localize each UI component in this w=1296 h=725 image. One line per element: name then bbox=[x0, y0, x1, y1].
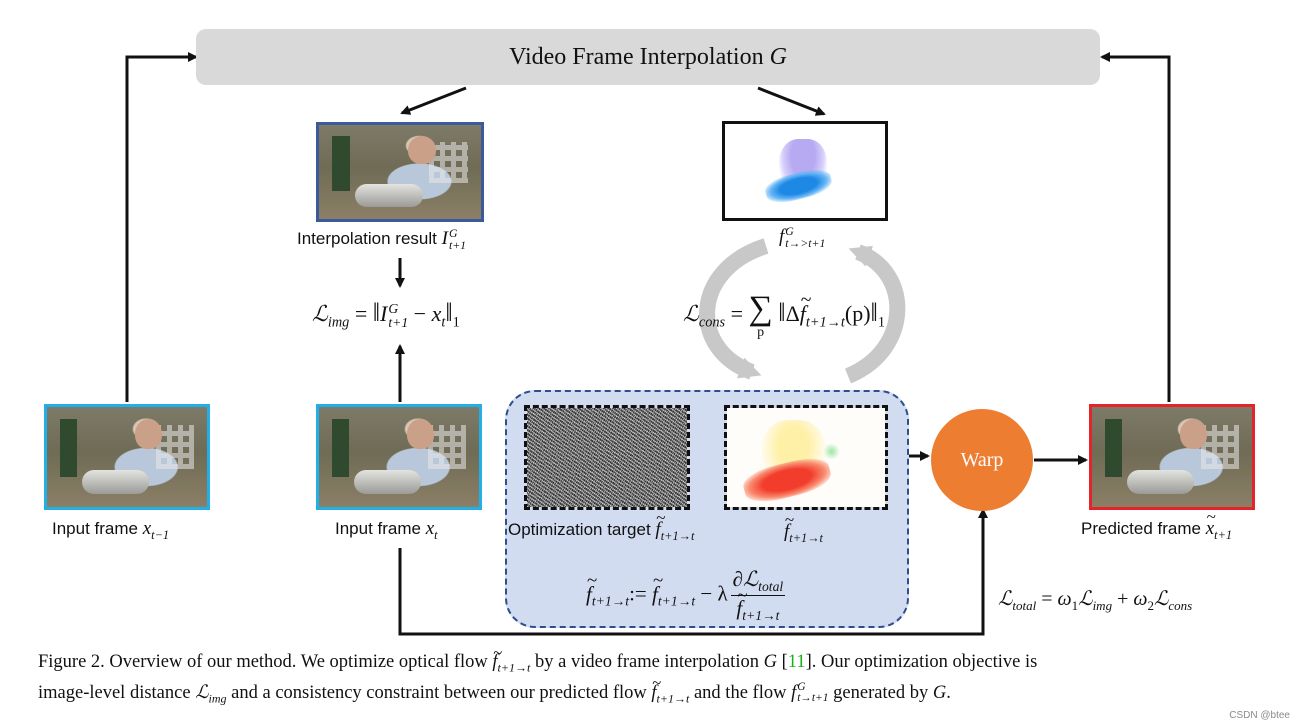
vfi-header-bar: Video Frame Interpolation G bbox=[196, 29, 1100, 85]
input-frame-prev-label: Input frame xt−1 bbox=[52, 518, 170, 542]
watermark: CSDN @btee bbox=[1229, 710, 1290, 721]
warp-node: Warp bbox=[931, 409, 1033, 511]
warp-label: Warp bbox=[960, 448, 1004, 471]
input-frame-cur-image bbox=[316, 404, 482, 510]
input-frame-prev-image bbox=[44, 404, 210, 510]
optimized-flow-image bbox=[724, 405, 888, 510]
equation-l-total: ℒtotal = ω1ℒimg + ω2ℒcons bbox=[998, 588, 1193, 613]
interpolation-result-image bbox=[316, 122, 484, 222]
arrow-input-to-warp bbox=[398, 508, 988, 636]
equation-l-cons: ℒcons = ∑ p ‖Δft+1→t(p)‖1 bbox=[683, 289, 885, 340]
optimization-target-noise-image bbox=[524, 405, 690, 510]
input-frame-cur-label: Input frame xt bbox=[335, 518, 438, 542]
cycle-arrow-left bbox=[699, 238, 769, 380]
optimized-flow-label: ft+1→t bbox=[784, 510, 823, 546]
citation-link[interactable]: 11 bbox=[787, 652, 806, 672]
flow-g-image bbox=[722, 121, 888, 221]
vfi-title: Video Frame Interpolation G bbox=[509, 43, 787, 70]
equation-update: ft+1→t:= ft+1→t − λ ∂ℒtotal ft+1→t bbox=[586, 567, 788, 623]
arrow-vfi-to-flow bbox=[757, 86, 826, 116]
arrow-input-prev-to-vfi bbox=[125, 52, 198, 402]
predicted-frame-image bbox=[1089, 404, 1255, 510]
arrow-vfi-to-interp bbox=[400, 86, 467, 115]
predicted-frame-label: Predicted frame xt+1 bbox=[1081, 507, 1232, 543]
figure-caption: Figure 2. Overview of our method. We opt… bbox=[38, 640, 1278, 711]
optimization-target-label: Optimization target ft+1→t bbox=[508, 508, 694, 544]
cycle-arrow-right bbox=[844, 244, 906, 384]
arrow-predicted-to-vfi bbox=[1100, 52, 1171, 402]
